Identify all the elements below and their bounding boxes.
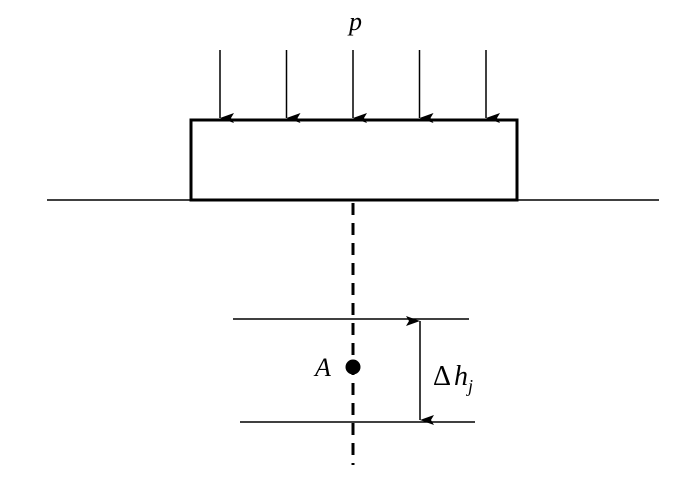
delta-symbol: Δ (433, 361, 451, 392)
h-symbol: h (454, 361, 468, 392)
foundation-block (189, 118, 519, 202)
point-a-dot (345, 359, 361, 375)
load-arrows (219, 50, 500, 123)
subscript-j: j (466, 376, 473, 396)
point-a-label: A (313, 353, 331, 382)
load-label: p (347, 7, 362, 36)
